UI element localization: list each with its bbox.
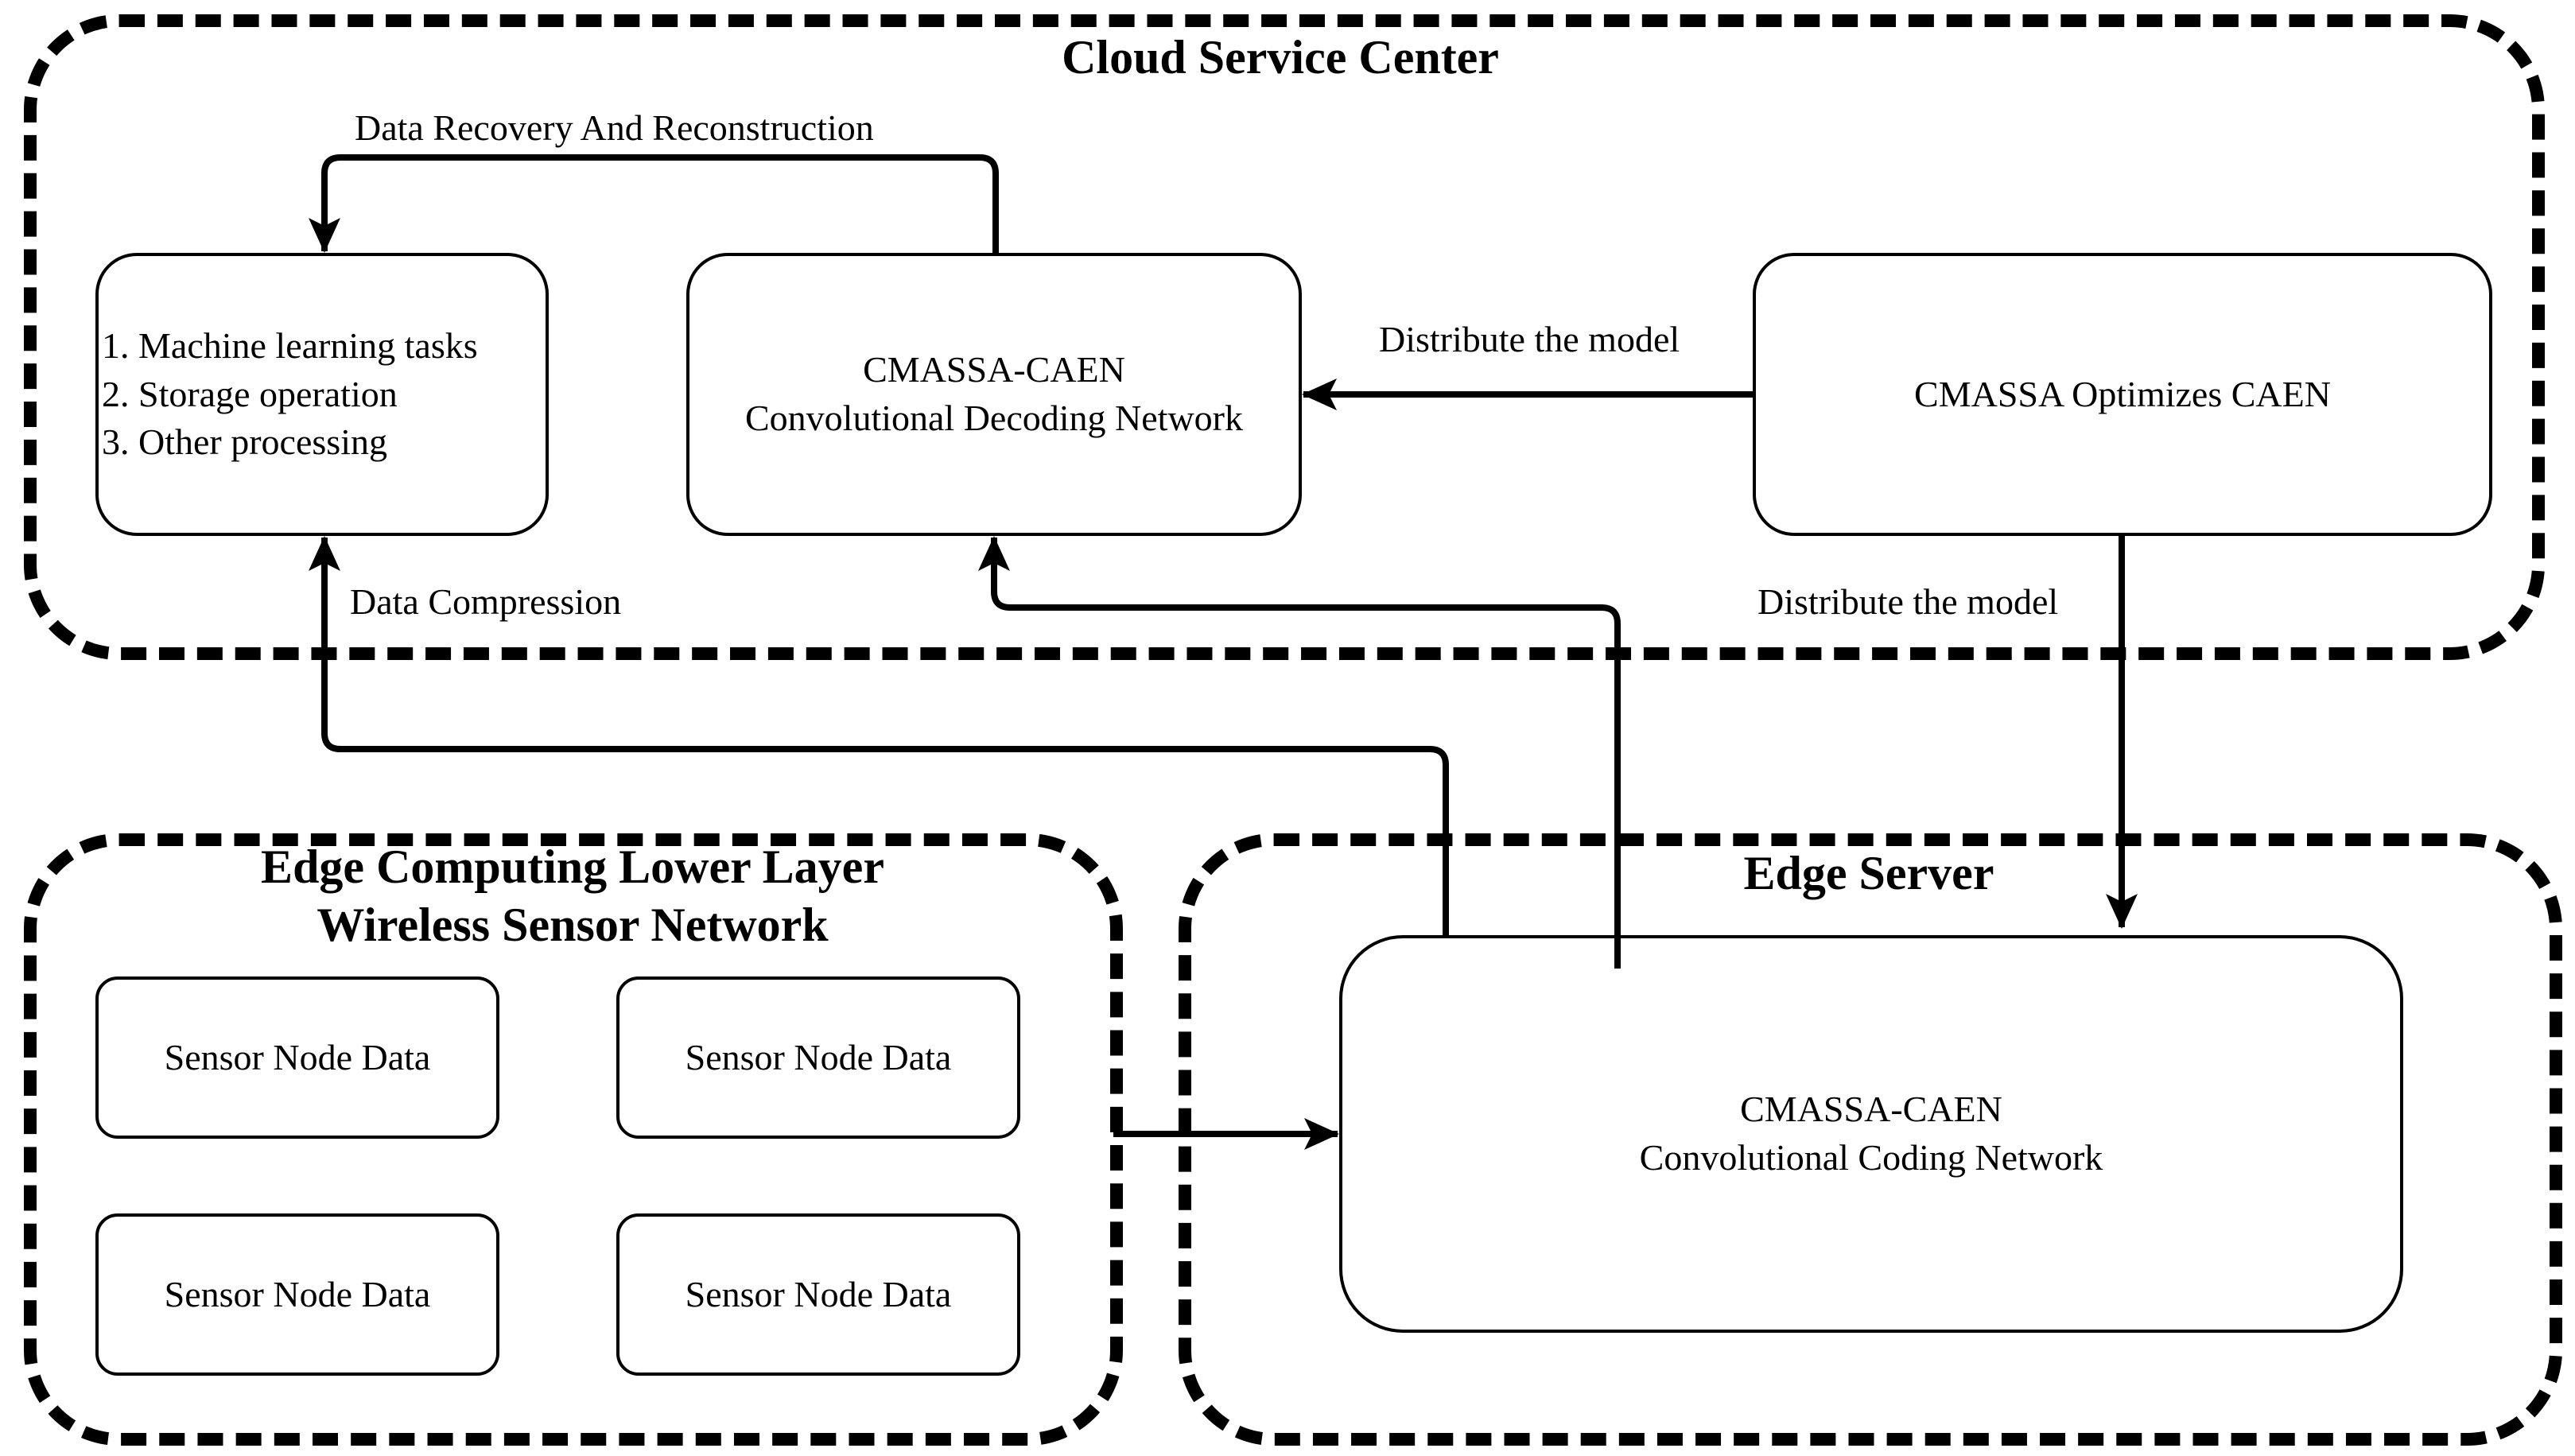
cloud-service-center-title: Cloud Service Center — [1062, 31, 1499, 83]
processing-tasks-box: 1. Machine learning tasks 2. Storage ope… — [95, 253, 549, 536]
sensor-node-label: Sensor Node Data — [164, 1036, 431, 1077]
edge-lower-layer-title-line1: Edge Computing Lower Layer — [261, 841, 884, 893]
recovery-label: Data Recovery And Reconstruction — [355, 107, 874, 148]
encoder-to-decoder-arrow — [978, 536, 1621, 969]
optimizer-box: CMASSA Optimizes CAEN — [1753, 253, 2492, 536]
compression-label: Data Compression — [350, 581, 622, 622]
coding-network-desc: Convolutional Coding Network — [1639, 1137, 2103, 1178]
recovery-arrow — [309, 154, 999, 253]
sensor-node-label: Sensor Node Data — [685, 1036, 952, 1077]
sensor-node-box: Sensor Node Data — [95, 1213, 499, 1376]
task-item: 2. Storage operation — [102, 373, 398, 414]
coding-network-name: CMASSA-CAEN — [1740, 1089, 2002, 1130]
compression-to-tasks-arrow — [309, 536, 1449, 937]
decoding-network-desc: Convolutional Decoding Network — [744, 398, 1243, 438]
cloud-service-center-region — [24, 14, 2545, 660]
edge-lower-layer-title-line2: Wireless Sensor Network — [317, 899, 829, 952]
distribute-to-decoder-label: Distribute the model — [1379, 319, 1680, 359]
sensor-node-box: Sensor Node Data — [616, 976, 1020, 1139]
task-item: 1. Machine learning tasks — [102, 324, 478, 366]
optimizer-label: CMASSA Optimizes CAEN — [1914, 373, 2331, 414]
distribute-to-encoder-label: Distribute the model — [1757, 581, 2059, 622]
coding-network-box: CMASSA-CAEN Convolutional Coding Network — [1339, 935, 2403, 1333]
decoding-network-name: CMASSA-CAEN — [863, 349, 1125, 390]
sensor-node-label: Sensor Node Data — [164, 1273, 431, 1314]
sensor-node-box: Sensor Node Data — [616, 1213, 1020, 1376]
edge-server-title: Edge Server — [1743, 847, 1994, 899]
task-item: 3. Other processing — [102, 421, 387, 463]
edge-lower-layer-region — [24, 833, 1123, 1446]
sensor-node-box: Sensor Node Data — [95, 976, 499, 1139]
edge-server-region — [1179, 833, 2562, 1446]
sensor-node-label: Sensor Node Data — [685, 1273, 952, 1314]
edge-lower-layer-title: Edge Computing Lower Layer Wireless Sens… — [167, 838, 978, 954]
decoding-network-box: CMASSA-CAEN Convolutional Decoding Netwo… — [686, 253, 1302, 536]
